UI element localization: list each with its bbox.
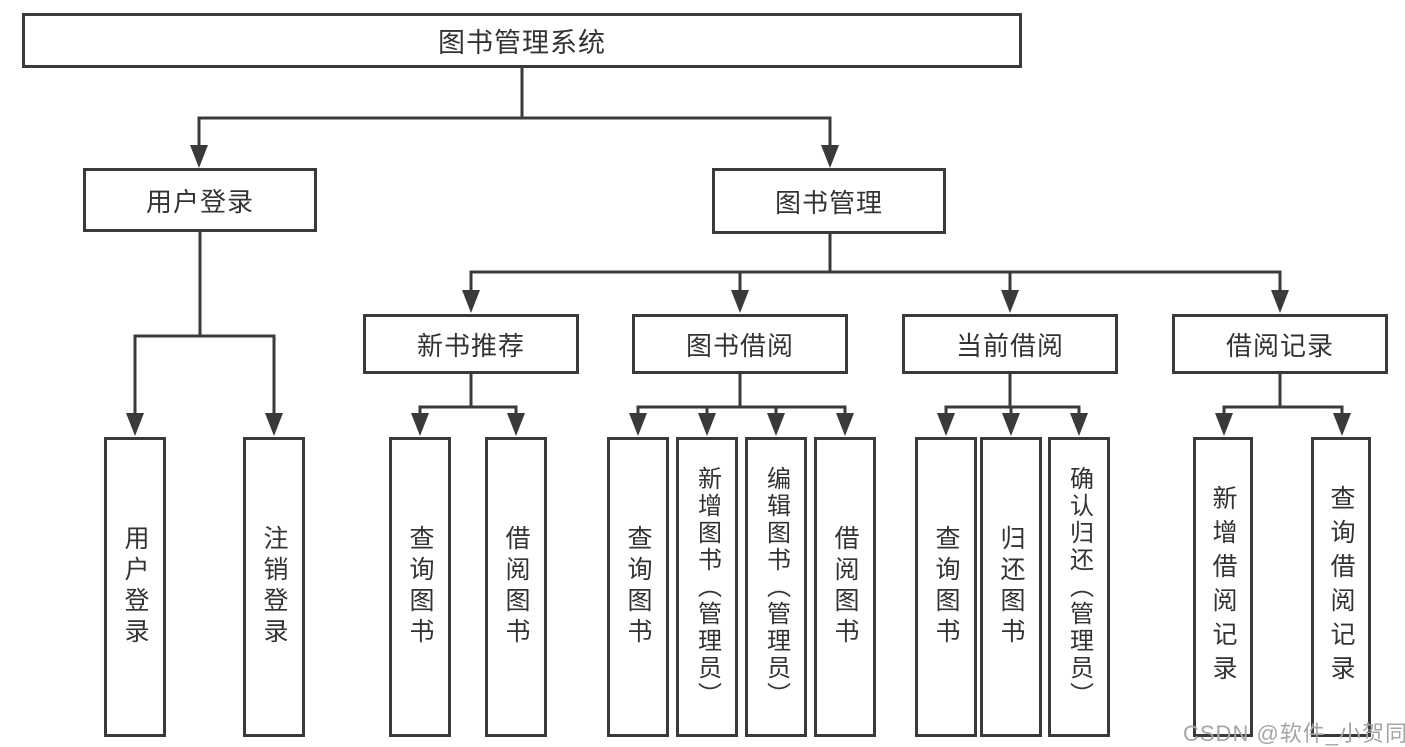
leaf-return-books: 归还图书 xyxy=(980,437,1042,737)
leaf-add-borrow-record: 新增借阅记录 xyxy=(1193,437,1253,737)
node-root: 图书管理系统 xyxy=(22,13,1022,68)
leaf-query-books-borrow-label: 查询图书 xyxy=(624,525,652,649)
leaf-query-books-current: 查询图书 xyxy=(915,437,977,737)
connector-book-borrow-children xyxy=(629,374,854,436)
leaf-query-borrow-record: 查询借阅记录 xyxy=(1311,437,1371,737)
node-book-borrow-label: 图书借阅 xyxy=(685,330,794,361)
leaf-edit-books-admin: 编辑图书（管理员） xyxy=(745,437,807,737)
leaf-borrow-books: 借阅图书 xyxy=(814,437,876,737)
leaf-query-books-recommend-label: 查询图书 xyxy=(406,525,434,649)
leaf-query-books-current-label: 查询图书 xyxy=(932,525,960,649)
leaf-logout-label: 注销登录 xyxy=(260,525,288,649)
node-current-borrow-label: 当前借阅 xyxy=(955,330,1064,361)
node-book-management: 图书管理 xyxy=(712,168,946,234)
leaf-borrow-books-recommend-label: 借阅图书 xyxy=(502,525,530,649)
connector-borrow-records-children xyxy=(1215,374,1351,436)
leaf-query-books-recommend: 查询图书 xyxy=(389,437,451,737)
node-borrow-records-label: 借阅记录 xyxy=(1225,330,1334,361)
leaf-return-books-label: 归还图书 xyxy=(997,525,1025,649)
leaf-logout: 注销登录 xyxy=(243,437,305,737)
leaf-user-login: 用户登录 xyxy=(104,437,166,737)
node-current-borrow: 当前借阅 xyxy=(902,314,1118,374)
node-book-borrow: 图书借阅 xyxy=(632,314,848,374)
connector-root-to-level2 xyxy=(190,68,839,168)
connector-user-login-children xyxy=(126,232,283,436)
connector-book-management-children xyxy=(462,234,1289,313)
leaf-add-books-admin: 新增图书（管理员） xyxy=(676,437,738,737)
leaf-borrow-books-label: 借阅图书 xyxy=(831,525,859,649)
node-user-login-label: 用户登录 xyxy=(145,186,254,217)
leaf-confirm-return-admin-label: 确认归还（管理员） xyxy=(1065,465,1093,709)
leaf-add-books-admin-label: 新增图书（管理员） xyxy=(693,465,721,709)
leaf-query-books-borrow: 查询图书 xyxy=(607,437,669,737)
leaf-borrow-books-recommend: 借阅图书 xyxy=(485,437,547,737)
leaf-edit-books-admin-label: 编辑图书（管理员） xyxy=(762,465,790,709)
node-new-book-recommend-label: 新书推荐 xyxy=(416,330,525,361)
leaf-confirm-return-admin: 确认归还（管理员） xyxy=(1048,437,1110,737)
node-new-book-recommend: 新书推荐 xyxy=(363,314,579,374)
connector-new-book-recommend-children xyxy=(411,374,525,436)
node-borrow-records: 借阅记录 xyxy=(1172,314,1388,374)
connector-current-borrow-children xyxy=(937,374,1088,436)
node-user-login: 用户登录 xyxy=(83,168,317,232)
node-root-label: 图书管理系统 xyxy=(438,28,606,58)
leaf-user-login-label: 用户登录 xyxy=(121,525,149,649)
leaf-query-borrow-record-label: 查询借阅记录 xyxy=(1327,485,1355,689)
node-book-management-label: 图书管理 xyxy=(774,187,883,218)
leaf-add-borrow-record-label: 新增借阅记录 xyxy=(1209,485,1237,689)
csdn-watermark: CSDN @软件_小贺同学 xyxy=(1183,721,1405,746)
